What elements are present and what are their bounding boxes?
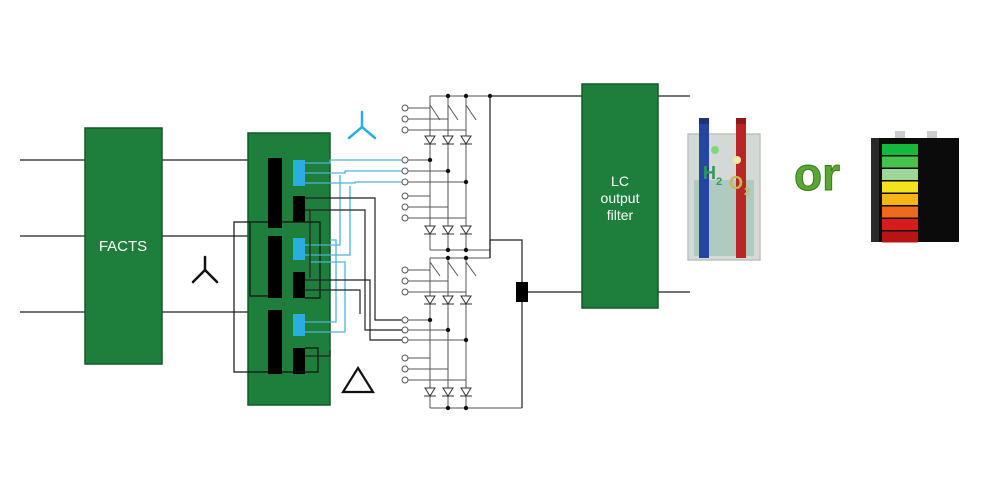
battery-level-cell bbox=[882, 144, 918, 155]
facts-label: FACTS bbox=[99, 238, 147, 255]
primary-wye-symbol bbox=[191, 255, 219, 284]
battery-level-cell bbox=[882, 231, 918, 243]
filter-label-line-1: LC bbox=[611, 173, 629, 189]
lower-bridge-thyristors bbox=[424, 295, 472, 397]
secondary-delta-winding-2 bbox=[293, 272, 305, 298]
junction-dots bbox=[427, 93, 493, 411]
electrolyser-icon: H 2 O 2 bbox=[687, 118, 761, 261]
secondary-wye-winding-2 bbox=[293, 238, 305, 260]
h2-subscript: 2 bbox=[716, 176, 722, 188]
dc-output-wiring bbox=[489, 95, 690, 408]
primary-winding-wiring bbox=[233, 221, 321, 373]
transformer-block bbox=[247, 132, 331, 406]
battery-level-cell bbox=[882, 156, 918, 168]
o2-label: O bbox=[729, 173, 743, 193]
lc-output-filter-block: LC output filter bbox=[581, 83, 659, 309]
or-label: or bbox=[794, 148, 840, 200]
secondary-wye-winding-1 bbox=[293, 160, 305, 186]
battery-level-cell bbox=[882, 206, 918, 218]
battery-level-cell bbox=[882, 194, 918, 205]
battery-level-cell bbox=[882, 169, 918, 180]
facts-block: FACTS bbox=[84, 127, 163, 365]
o2-subscript: 2 bbox=[744, 186, 750, 198]
primary-winding-1 bbox=[268, 158, 282, 228]
cathode-electrode bbox=[699, 118, 709, 258]
filter-label-line-3: filter bbox=[607, 207, 634, 223]
h2-label: H bbox=[703, 163, 716, 183]
lower-rectifier-bridge bbox=[401, 257, 522, 409]
secondary-delta-winding-3 bbox=[293, 348, 305, 374]
primary-winding-3 bbox=[268, 310, 282, 374]
battery-level-cell bbox=[882, 219, 918, 230]
secondary-delta-symbol bbox=[341, 365, 375, 394]
secondary-delta-winding-1 bbox=[293, 196, 305, 222]
primary-winding-2 bbox=[268, 236, 282, 298]
upper-bridge-thyristors bbox=[424, 135, 472, 235]
interphase-reactor bbox=[516, 282, 528, 302]
battery-level-cell bbox=[882, 181, 918, 193]
secondary-wye-symbol bbox=[347, 110, 377, 140]
anode-electrode bbox=[736, 118, 746, 258]
secondary-wye-winding-3 bbox=[293, 314, 305, 336]
delta-secondary-wiring bbox=[305, 197, 405, 357]
battery-icon bbox=[871, 131, 959, 243]
upper-rectifier-bridge bbox=[401, 95, 490, 251]
filter-label-line-2: output bbox=[601, 190, 640, 206]
